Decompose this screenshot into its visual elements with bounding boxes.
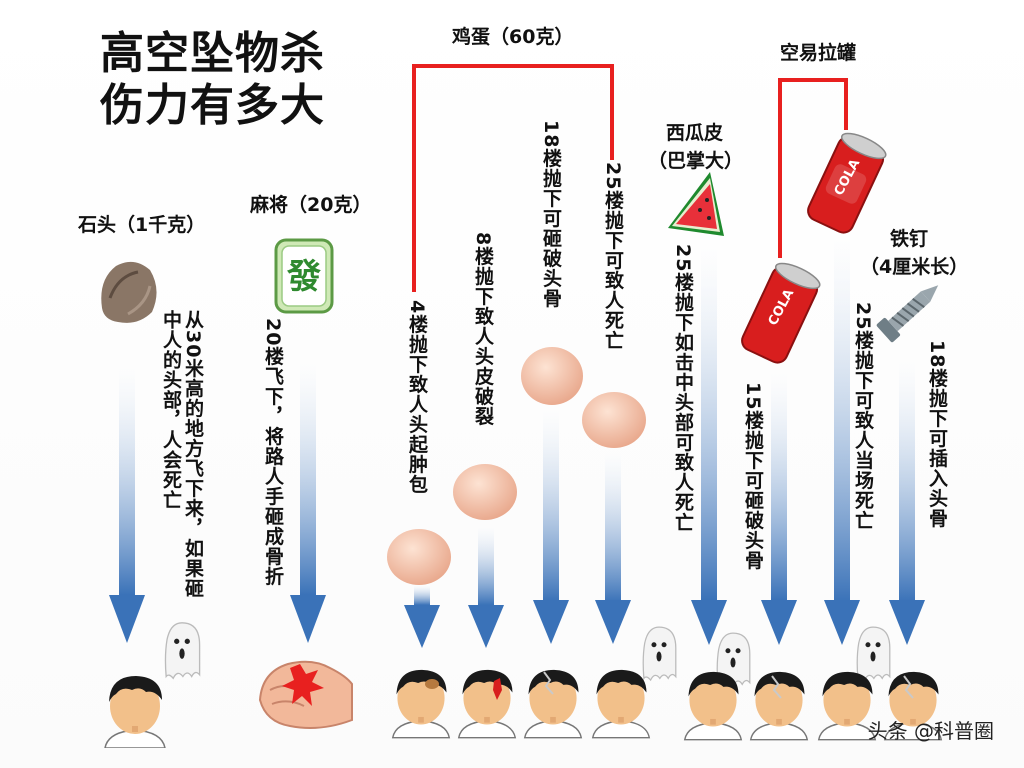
watermelon-label-line-1: 西瓜皮 — [666, 122, 724, 144]
can-label: 空易拉罐 — [780, 42, 857, 64]
egg-bracket — [412, 64, 614, 292]
egg-label: 鸡蛋（60克） — [452, 26, 574, 48]
egg-arrow-4 — [404, 585, 440, 648]
head-icon — [391, 669, 451, 739]
watermelon-arrow — [691, 245, 727, 645]
stone-icon — [101, 261, 157, 323]
head-icon — [749, 671, 809, 741]
egg-arrow-8 — [468, 525, 504, 648]
mahjong-tile-icon — [274, 238, 334, 314]
cola-can-icon-lower — [741, 262, 821, 364]
egg-effect-8: 8楼抛下致人头皮破裂 — [472, 232, 494, 427]
mahjong-tile-char: 發 — [287, 257, 321, 297]
egg-icons — [387, 347, 646, 585]
head-icon — [457, 669, 517, 739]
mahjong-arrow — [290, 360, 326, 643]
egg-effect-18: 18楼抛下可砸破头骨 — [540, 120, 562, 309]
egg-effect-25: 25楼抛下可致人死亡 — [602, 162, 624, 351]
ghost-icon — [856, 626, 891, 681]
egg-icon — [582, 392, 646, 448]
nail-label-line-1: 铁钉 — [890, 228, 929, 250]
egg-icon — [387, 529, 451, 585]
nail-icon — [876, 285, 939, 343]
blood-mark — [493, 678, 502, 700]
watermelon-text: 25楼抛下如击中头部可致人死亡 — [672, 244, 694, 533]
bump-mark — [425, 679, 439, 689]
can-effect-15: 15楼抛下可砸破头骨 — [742, 382, 764, 571]
nail-arrow — [889, 358, 925, 645]
egg-icon — [521, 347, 583, 405]
crack-mark — [543, 671, 554, 695]
stone-label: 石头（1千克） — [78, 214, 206, 236]
mahjong-label: 麻将（20克） — [250, 194, 372, 216]
crack-mark — [903, 675, 914, 699]
can-effect-25: 25楼抛下可致人当场死亡 — [852, 302, 874, 531]
title-line-1: 高空坠物杀 — [100, 28, 325, 79]
ghost-icon — [164, 622, 201, 679]
egg-icon — [453, 464, 517, 520]
head-icon — [523, 669, 583, 739]
watermelon-icon — [668, 172, 724, 236]
nail-label-line-2: （4厘米长） — [860, 256, 969, 278]
egg-effect-4: 4楼抛下致人头起肿包 — [406, 300, 428, 495]
can-arrow-25 — [824, 236, 860, 645]
injured-hand-icon — [258, 660, 353, 729]
watermelon-label-line-2: （巴掌大） — [648, 150, 744, 172]
crack-mark — [771, 675, 782, 699]
egg-arrow-18 — [533, 408, 569, 644]
can-arrow-15 — [761, 370, 797, 645]
arrows — [109, 236, 925, 648]
watermark: 头条 @科普圈 — [867, 719, 994, 743]
head-icon — [104, 675, 166, 748]
ghost-icon — [642, 626, 677, 681]
can-bracket — [778, 78, 848, 258]
mahjong-text: 20楼飞下，将路人手砸成骨折 — [262, 318, 284, 587]
page-title: 高空坠物杀 伤力有多大 — [100, 28, 325, 132]
stone-text: 从30米高的地方飞下来，如果砸中人的头部，人会死亡 — [160, 310, 204, 599]
cola-can-icon-upper — [807, 132, 887, 234]
egg-arrow-25 — [595, 450, 631, 644]
stone-arrow — [109, 365, 145, 643]
nail-text: 18楼抛下可插入头骨 — [926, 340, 948, 529]
head-icon — [591, 669, 651, 739]
head-icon — [683, 671, 743, 741]
title-line-2: 伤力有多大 — [100, 80, 325, 131]
